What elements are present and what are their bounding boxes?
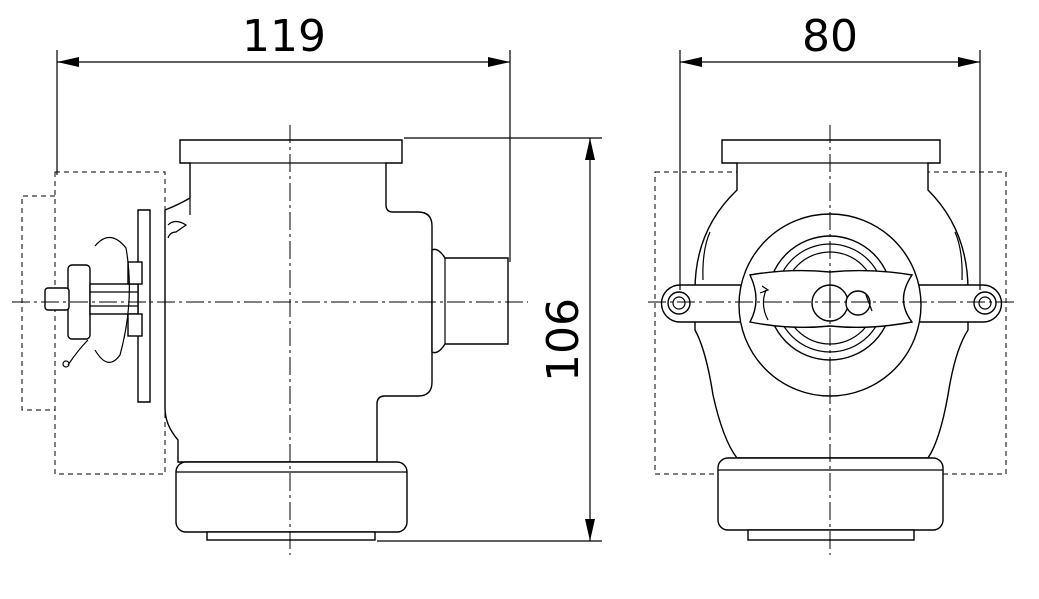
side-view [12,125,528,555]
side-outlet-spigot [431,248,509,354]
side-mounting-plate [137,209,151,403]
front-right-ear [902,284,1003,323]
dimension-label-106: 106 [538,298,589,382]
dimension-label-80: 80 [802,11,858,62]
dimension-label-119: 119 [242,11,326,62]
side-body-outline [164,139,433,463]
dimension-height: 106 [377,137,602,542]
dimension-width-front: 80 [679,11,981,290]
side-clearance-box-inner [21,195,55,411]
front-view [648,125,1015,555]
dimension-width-side: 119 [56,11,511,262]
